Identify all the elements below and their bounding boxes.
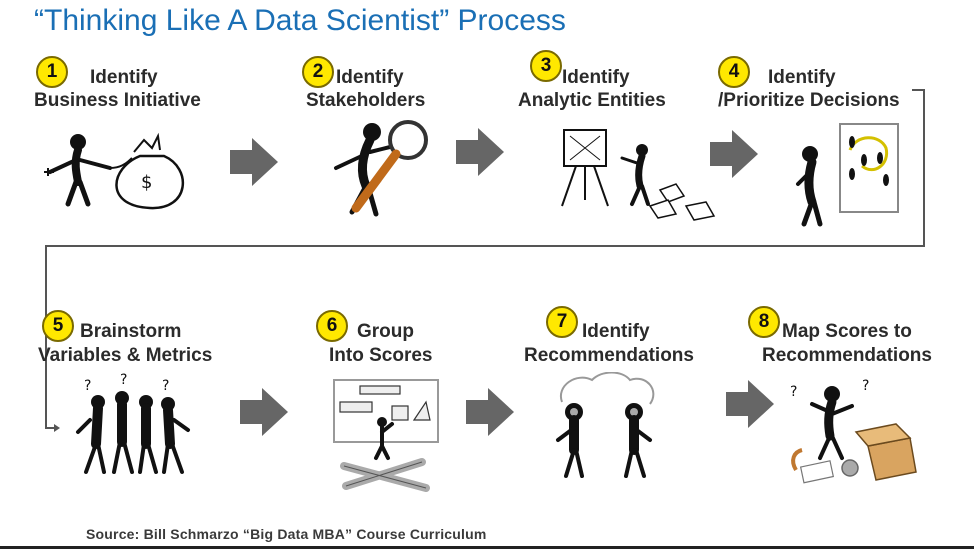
step-1-label-line2: Business Initiative bbox=[34, 90, 201, 111]
svg-text:?: ? bbox=[790, 384, 797, 400]
svg-text:$: $ bbox=[141, 172, 152, 193]
step-3-number-badge: 3 bbox=[530, 50, 562, 82]
step-3-to-4-arrow bbox=[710, 130, 758, 178]
svg-text:?: ? bbox=[162, 378, 169, 394]
open-box-figure-icon: ? ? bbox=[790, 378, 917, 484]
step-4-number-badge: 4 bbox=[718, 56, 750, 88]
step-4-label-line2: /Prioritize Decisions bbox=[718, 90, 900, 111]
step-5-label-line1: Brainstorm bbox=[80, 321, 182, 342]
magnifying-glass-figure-icon bbox=[334, 120, 428, 217]
step-6-label-line2: Into Scores bbox=[329, 345, 433, 366]
svg-text:?: ? bbox=[120, 372, 127, 388]
step-7-label-line2: Recommendations bbox=[524, 345, 694, 366]
step-8-number-badge: 8 bbox=[748, 306, 780, 338]
step-1-label-line1: Identify bbox=[90, 67, 158, 88]
step-7-to-8-arrow bbox=[726, 380, 774, 428]
score-board-figure-icon bbox=[333, 379, 439, 492]
step-2-label-line1: Identify bbox=[336, 67, 404, 88]
step-8-label-line2: Recommendations bbox=[762, 345, 932, 366]
step-2-number-badge: 2 bbox=[302, 56, 334, 88]
page-title: “Thinking Like A Data Scientist” Process bbox=[34, 4, 566, 37]
brainstorm-group-icon: ? ? ? bbox=[76, 372, 190, 474]
step-5-number-badge: 5 bbox=[42, 310, 74, 342]
step-7-number-badge: 7 bbox=[546, 306, 578, 338]
step-5-label-line2: Variables & Metrics bbox=[38, 345, 213, 366]
svg-text:?: ? bbox=[862, 378, 869, 394]
step-1-number-badge: 1 bbox=[36, 56, 68, 88]
step-1-to-2-arrow bbox=[230, 138, 278, 186]
step-2-label-line2: Stakeholders bbox=[306, 90, 426, 111]
step-8-label-line1: Map Scores to bbox=[782, 321, 912, 342]
step-6-number-badge: 6 bbox=[316, 310, 348, 342]
step-5-to-6-arrow bbox=[240, 388, 288, 436]
two-figures-thinking-icon bbox=[556, 372, 655, 478]
step-3-label-line1: Identify bbox=[562, 67, 630, 88]
svg-text:?: ? bbox=[84, 378, 91, 394]
bottom-divider bbox=[0, 546, 974, 549]
step-7-label-line1: Identify bbox=[582, 321, 650, 342]
source-citation: Source: Bill Schmarzo “Big Data MBA” Cou… bbox=[86, 526, 487, 542]
step-3-label-line2: Analytic Entities bbox=[518, 90, 666, 111]
step-6-to-7-arrow bbox=[466, 388, 514, 436]
step-6-label-line1: Group bbox=[357, 321, 414, 342]
decision-board-figure-icon bbox=[796, 123, 899, 227]
money-bag-figure-icon: $ bbox=[44, 132, 185, 210]
easel-figure-icon bbox=[561, 129, 716, 221]
step-4-label-line1: Identify bbox=[768, 67, 836, 88]
step-2-to-3-arrow bbox=[456, 128, 504, 176]
